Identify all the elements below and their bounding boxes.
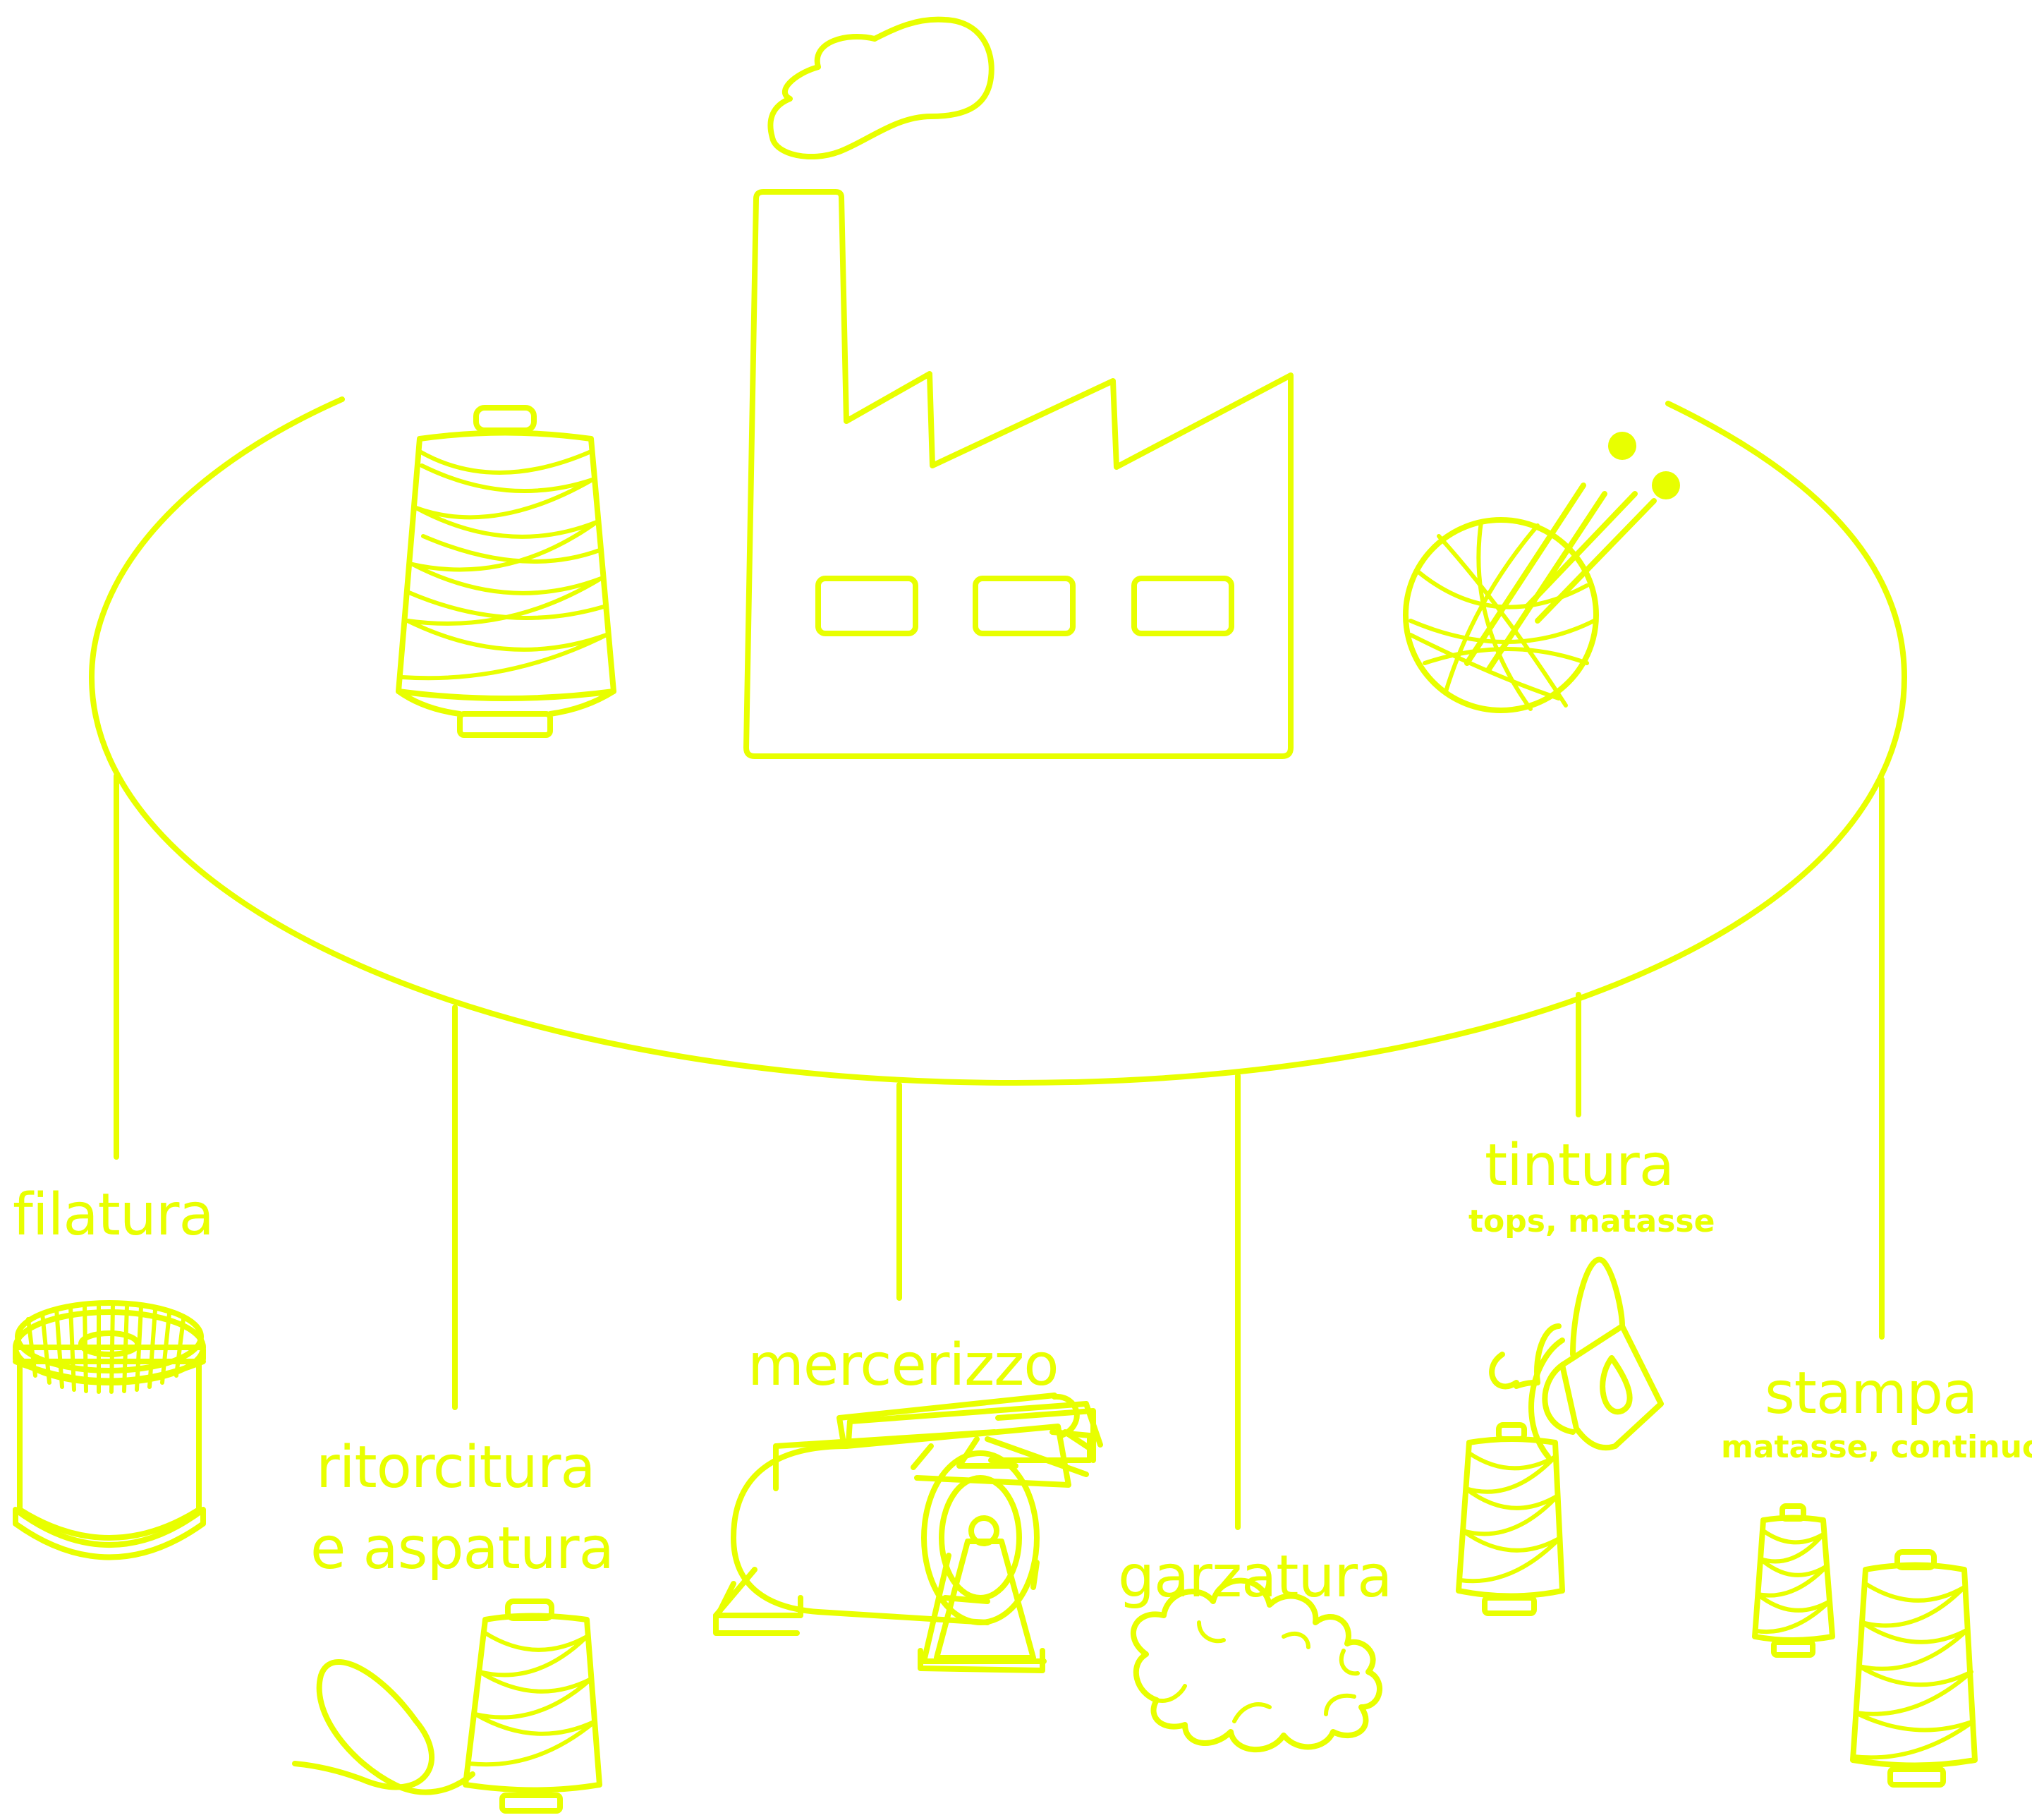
two-cones-icon bbox=[1752, 1503, 1978, 1788]
bobbin-icon bbox=[13, 1300, 206, 1560]
label-tintura-sub: tops, matasse bbox=[1468, 1203, 1715, 1239]
label-garzatura: garzatura bbox=[1118, 1543, 1392, 1610]
platform-ellipse bbox=[89, 396, 1907, 1086]
factory-icon bbox=[743, 16, 1294, 759]
label-filatura: filatura bbox=[13, 1182, 214, 1249]
label-ritorcitura: ritorcitura bbox=[316, 1434, 596, 1501]
label-aspatura: e aspatura bbox=[310, 1515, 614, 1582]
label-tintura: tintura bbox=[1485, 1132, 1674, 1199]
label-mercerizzo: mercerizzo bbox=[748, 1332, 1059, 1399]
yarn-loop-cone-icon bbox=[292, 1598, 602, 1814]
dye-bucket-cones-icon bbox=[1456, 1256, 1664, 1616]
cloud-fluff-icon bbox=[1131, 1577, 1382, 1753]
yarn-cone-icon bbox=[396, 405, 616, 738]
label-stampa-sub: matasse, continuo bbox=[1721, 1429, 2032, 1465]
connector-lines bbox=[114, 773, 1885, 1530]
yarn-ball-knitting-icon bbox=[1403, 432, 1680, 713]
label-stampa: stampa bbox=[1765, 1360, 1978, 1427]
mercerizing-machine-icon bbox=[713, 1393, 1103, 1673]
